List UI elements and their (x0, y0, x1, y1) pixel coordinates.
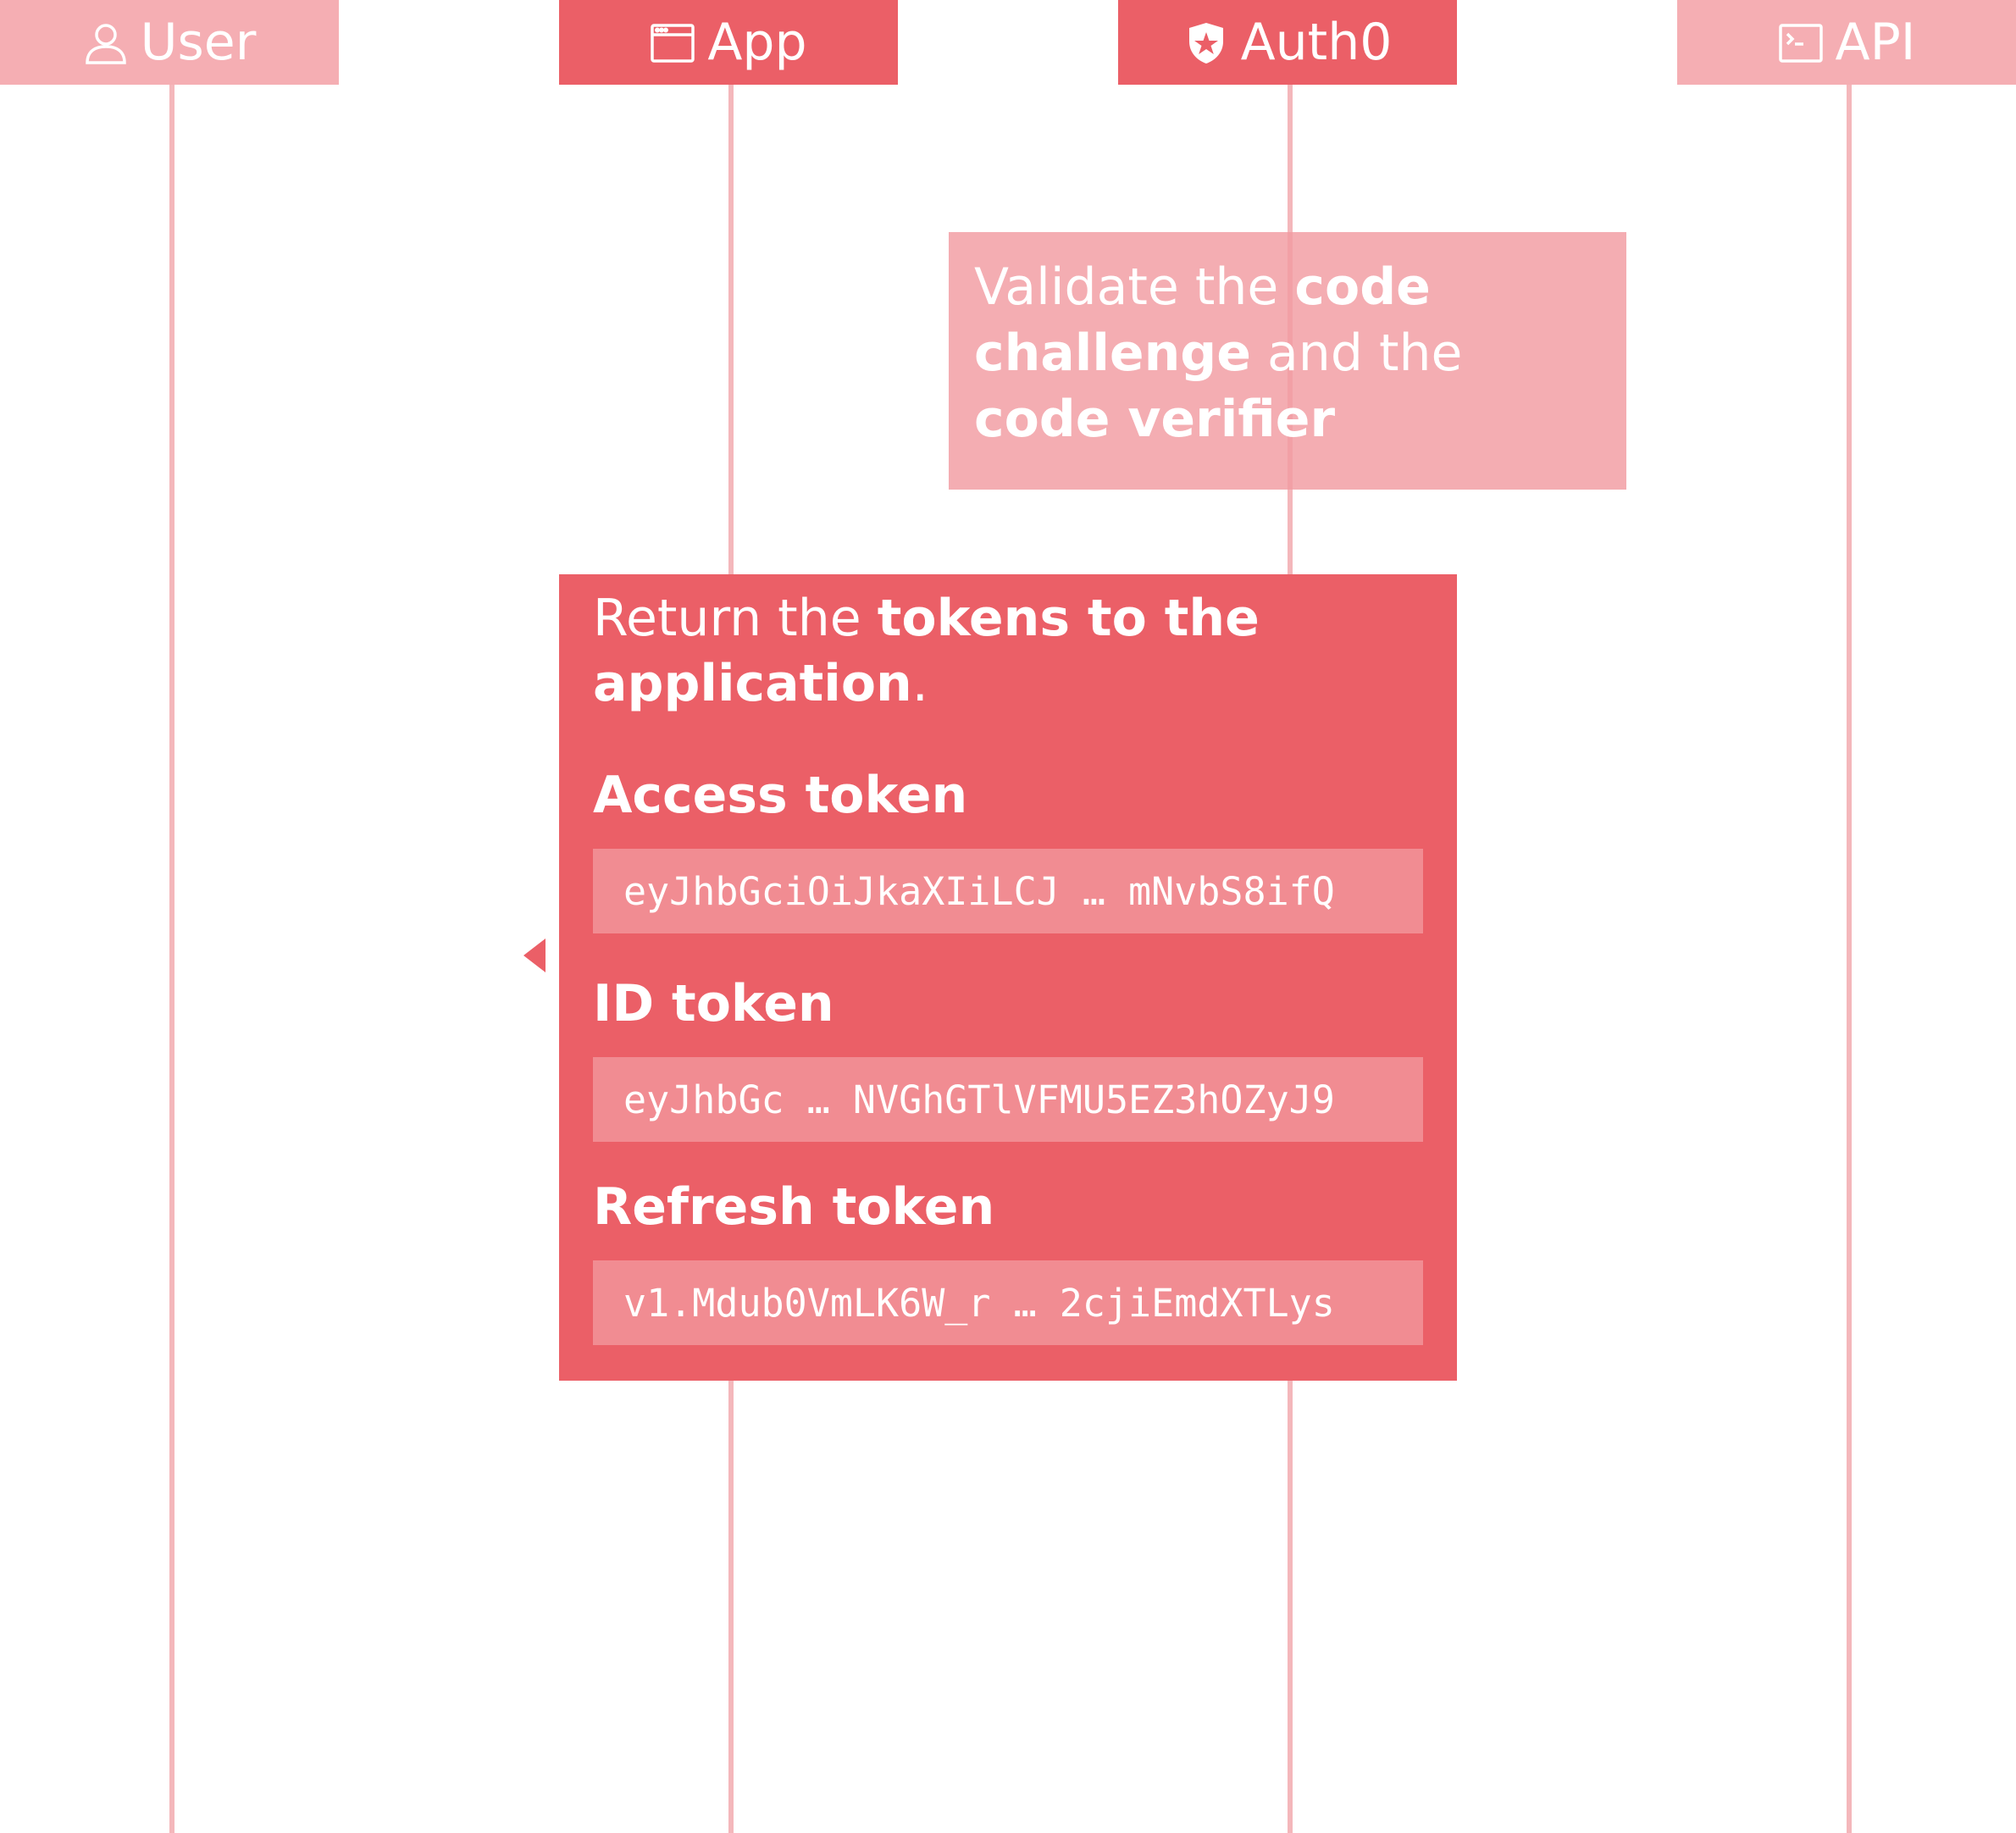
validate-text-3: and the (1250, 324, 1463, 383)
access-token-value: eyJhbGciOiJkaXIiLCJ … mNvbS8ifQ (593, 849, 1423, 933)
id-token-value: eyJhbGc … NVGhGTlVFMU5EZ3hOZyJ9 (593, 1057, 1423, 1142)
return-text-3: . (911, 654, 928, 713)
participant-label: App (707, 13, 807, 72)
auth0-shield-icon (1183, 19, 1229, 65)
return-lead: Return the tokens to the application. (593, 586, 1423, 717)
refresh-token-value: v1.Mdub0VmLK6W_r … 2cjiEmdXTLys (593, 1260, 1423, 1345)
validate-text-4: code verifier (974, 390, 1336, 449)
browser-window-icon (650, 19, 695, 65)
terminal-icon (1778, 19, 1824, 65)
participant-label: User (140, 13, 257, 72)
return-tokens-note: Return the tokens to the application. Ac… (559, 574, 1457, 1381)
lifeline-api (1847, 85, 1852, 1833)
participant-app: App (559, 0, 898, 85)
participant-label: API (1835, 13, 1916, 72)
return-text-2: tokens to the application (593, 589, 1260, 713)
return-arrowhead (523, 939, 546, 972)
validate-text-2: code challenge (974, 258, 1431, 383)
lifeline-user (169, 85, 174, 1833)
participant-auth0: Auth0 (1118, 0, 1457, 85)
participant-user: User (0, 0, 339, 85)
validate-text-1: Validate the (974, 258, 1295, 317)
access-token-title: Access token (593, 766, 968, 825)
validate-note: Validate the code challenge and the code… (949, 232, 1626, 490)
user-icon (83, 19, 129, 65)
id-token-title: ID token (593, 974, 834, 1033)
return-text-1: Return the (593, 589, 878, 648)
participant-label: Auth0 (1240, 13, 1393, 72)
refresh-token-title: Refresh token (593, 1177, 995, 1237)
participant-api: API (1677, 0, 2016, 85)
